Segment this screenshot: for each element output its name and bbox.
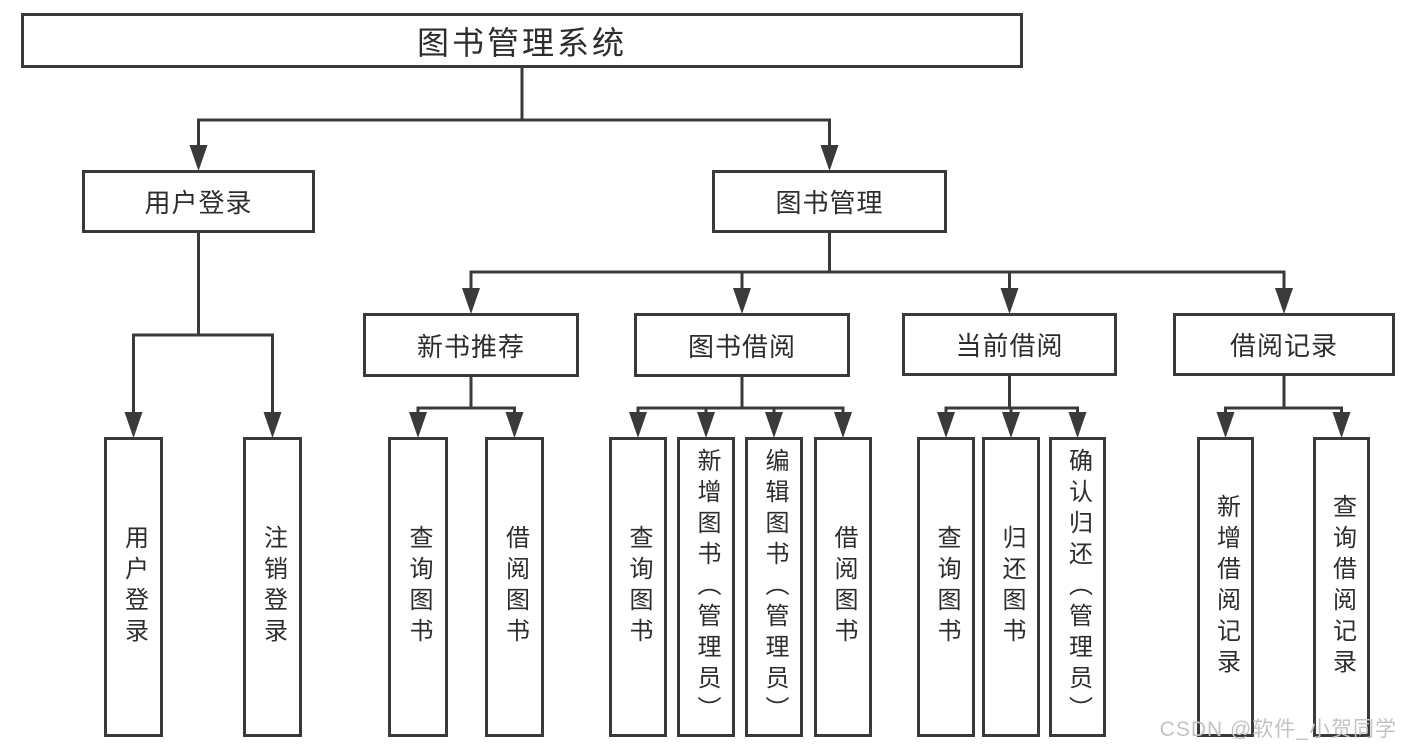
node-leaf-query-borrow-record: 查询借阅记录 — [1313, 437, 1370, 737]
node-leaf-borrow-books: 借阅图书 — [814, 437, 872, 737]
node-leaf-edit-books: 编辑图书（管理员） — [745, 437, 803, 737]
node-new-book-rec: 新书推荐 — [363, 313, 579, 377]
node-leaf-add-borrow-record: 新增借阅记录 — [1197, 437, 1254, 737]
node-leaf-query-books-rec: 查询图书 — [388, 437, 448, 737]
node-root: 图书管理系统 — [21, 13, 1023, 68]
connector-root — [189, 66, 839, 171]
connector-book-borrow — [629, 375, 852, 438]
connector-current-borrow — [937, 374, 1087, 438]
node-book-mgmt: 图书管理 — [712, 170, 947, 233]
node-leaf-user-login: 用户登录 — [104, 437, 163, 737]
connector-user-login — [124, 231, 282, 438]
node-leaf-confirm-return: 确认归还（管理员） — [1049, 437, 1106, 737]
node-book-borrow: 图书借阅 — [634, 313, 850, 377]
connector-borrow-records — [1216, 374, 1351, 438]
node-borrow-records: 借阅记录 — [1173, 313, 1395, 376]
watermark: CSDN @软件_小贺同学 — [1159, 718, 1397, 741]
node-leaf-logout: 注销登录 — [243, 437, 302, 737]
node-leaf-query-books-borrow: 查询图书 — [609, 437, 667, 737]
node-user-login: 用户登录 — [82, 170, 315, 233]
node-current-borrow: 当前借阅 — [902, 313, 1117, 376]
node-leaf-borrow-books-rec: 借阅图书 — [485, 437, 544, 737]
connector-book-mgmt — [462, 231, 1293, 314]
connector-new-book-rec — [409, 375, 524, 438]
node-leaf-return-books: 归还图书 — [982, 437, 1040, 737]
node-leaf-query-books-current: 查询图书 — [917, 437, 975, 737]
node-leaf-add-books: 新增图书（管理员） — [677, 437, 735, 737]
